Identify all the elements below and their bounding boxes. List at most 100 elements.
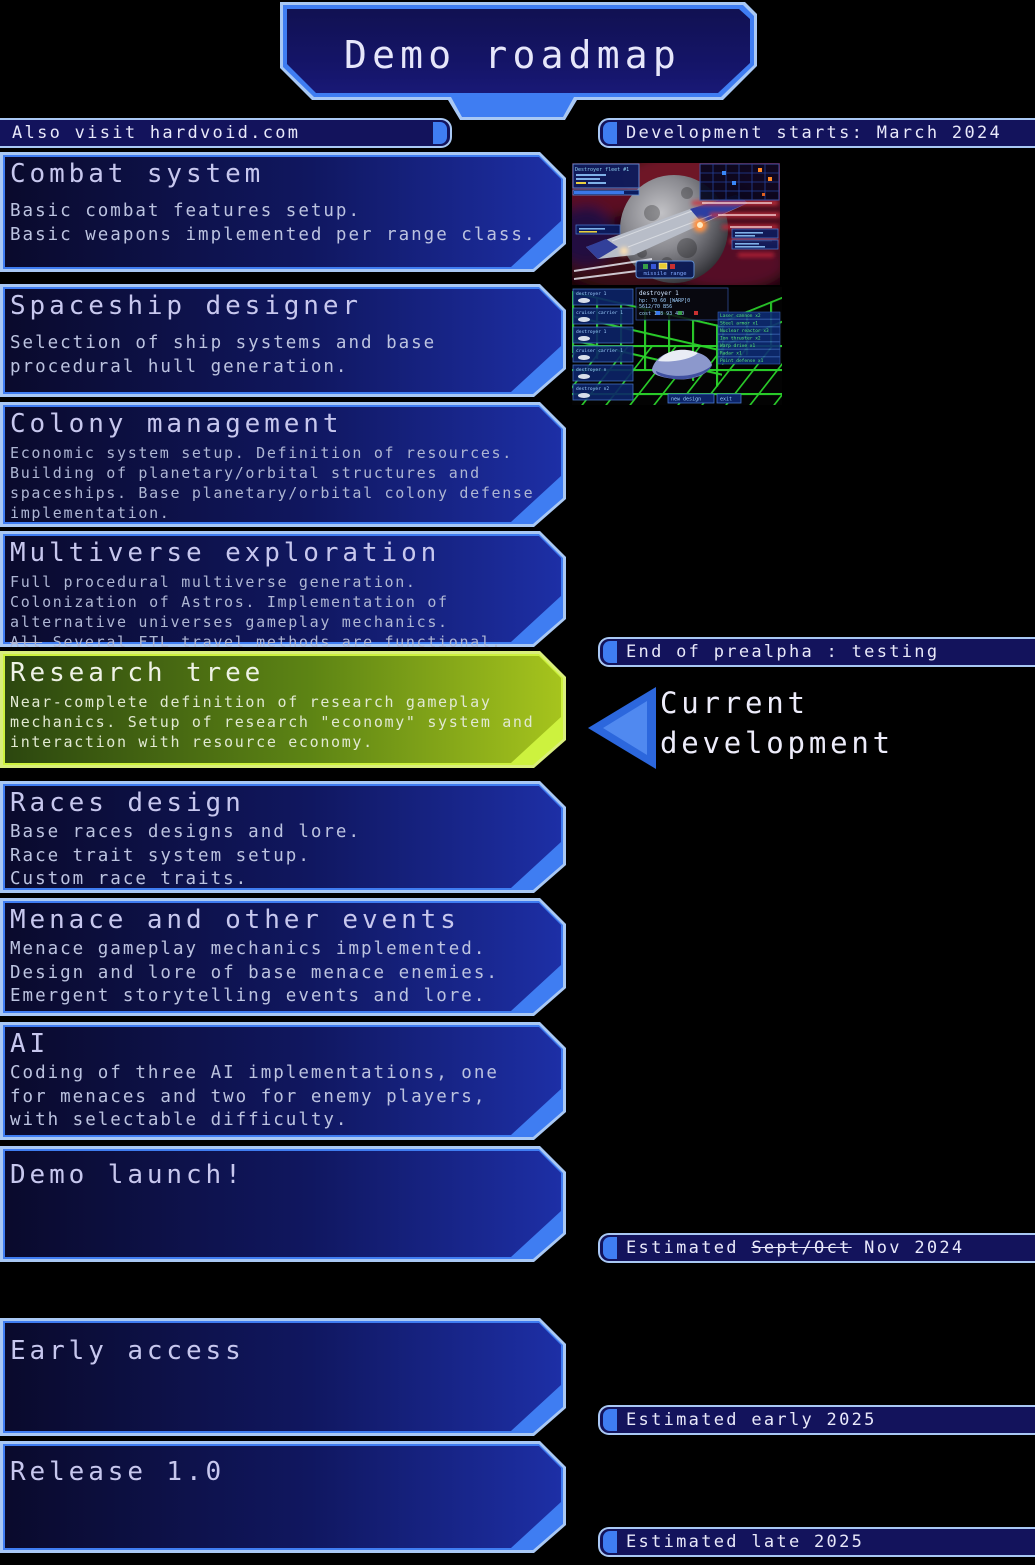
svg-text:destroyer 1: destroyer 1 — [576, 329, 607, 335]
card-fill — [5, 407, 561, 522]
card-fill — [5, 289, 561, 392]
banner-cap — [603, 1237, 617, 1259]
card-title: Release 1.0 — [10, 1457, 226, 1487]
card-fill — [5, 157, 561, 267]
card-content: Multiverse exploration Full procedural m… — [0, 531, 566, 651]
current-development-arrow-icon — [588, 687, 656, 769]
fleet-label: Destroyer fleet #1 — [575, 167, 629, 173]
svg-text:Laser cannon x2: Laser cannon x2 — [720, 313, 761, 319]
card-early-access: Early access — [0, 1318, 566, 1436]
banner-cap — [603, 122, 617, 144]
ship-stats-panel: destroyer 1 hp: 70 60 [WARP]0 5612/70 B5… — [635, 287, 729, 321]
combat-radar — [699, 163, 780, 201]
card-title: AI — [10, 1029, 50, 1059]
svg-text:destroyer n2: destroyer n2 — [576, 386, 609, 392]
card-fill — [5, 1151, 561, 1257]
demo-estimate-pre: Estimated — [626, 1238, 752, 1258]
visit-banner-label: Also visit hardvoid.com — [12, 123, 301, 143]
ship-list-panel: destroyer 1 cruiser carrier 1 destroyer … — [572, 288, 634, 401]
new-design-button-label: new design — [671, 397, 701, 403]
card-body: Base races designs and lore. Race trait … — [10, 822, 362, 889]
page-title: Demo roadmap — [344, 33, 681, 77]
banner-cap — [433, 122, 447, 144]
card-release-1-0: Release 1.0 — [0, 1441, 566, 1553]
release-estimate-label: Estimated late 2025 — [626, 1532, 865, 1552]
card-combat-system: Combat system Basic combat features setu… — [0, 152, 566, 272]
card-content: AI Coding of three AI implementations, o… — [0, 1022, 566, 1140]
card-fill — [5, 536, 561, 642]
svg-text:Steel armor x1: Steel armor x1 — [720, 321, 758, 327]
card-research-tree: Research tree Near-complete definition o… — [0, 651, 566, 768]
card-fill — [5, 1027, 561, 1135]
demo-estimate-struck: Sept/Oct — [751, 1238, 852, 1258]
card-title: Combat system — [10, 159, 265, 189]
svg-text:cruiser carrier 1: cruiser carrier 1 — [576, 310, 623, 316]
banner-cap — [603, 1409, 617, 1431]
card-body-post: Several FTL travel methods are functiona… — [42, 633, 503, 651]
designer-screenshot: destroyer 1 cruiser carrier 1 destroyer … — [572, 287, 782, 405]
card-title: Demo launch! — [10, 1160, 245, 1190]
card-fill — [5, 786, 561, 888]
card-title: Colony management — [10, 409, 343, 439]
systems-panel: Laser cannon x2 Steel armor x1 Nuclear r… — [717, 311, 781, 365]
card-spaceship-designer: Spaceship designer Selection of ship sys… — [0, 284, 566, 397]
card-content: Research tree Near-complete definition o… — [0, 651, 566, 768]
card-body: Coding of three AI implementations, one … — [10, 1063, 499, 1130]
card-content: Demo launch! — [0, 1146, 566, 1262]
card-body: Selection of ship systems and base proce… — [10, 333, 437, 377]
dev-start-label: Development starts: March 2024 — [626, 123, 1003, 143]
card-content: Combat system Basic combat features setu… — [0, 152, 566, 272]
card-colony-management: Colony management Economic system setup.… — [0, 402, 566, 527]
svg-text:Nuclear reactor x3: Nuclear reactor x3 — [720, 328, 769, 334]
combat-screenshot: Destroyer fleet #1 missile rang — [572, 163, 780, 285]
card-content: Early access — [0, 1318, 566, 1436]
banner-cap — [603, 1531, 617, 1553]
card-title: Multiverse exploration — [10, 538, 441, 568]
designer-header: destroyer 1 — [639, 290, 679, 297]
card-fill — [5, 656, 561, 763]
card-content: Menace and other events Menace gameplay … — [0, 898, 566, 1016]
svg-text:destroyer n: destroyer n — [576, 367, 607, 373]
card-title: Menace and other events — [10, 905, 460, 935]
card-fill — [5, 1446, 561, 1548]
designer-buttons: new design exit — [667, 393, 742, 404]
card-title: Research tree — [10, 658, 265, 688]
svg-text:Warp drive x1: Warp drive x1 — [720, 343, 756, 349]
visit-banner: Also visit hardvoid.com — [0, 118, 452, 148]
range-label-text: missile range — [643, 271, 686, 277]
card-title: Early access — [10, 1336, 245, 1366]
title-box: Demo roadmap — [268, 0, 757, 124]
title-box-fill — [287, 9, 750, 93]
card-fill — [5, 1323, 561, 1431]
early-access-estimate-banner: Estimated early 2025 — [598, 1405, 1035, 1435]
svg-text:cruiser carrier 1: cruiser carrier 1 — [576, 348, 623, 354]
svg-text:destroyer 1: destroyer 1 — [576, 291, 607, 297]
banner-cap — [603, 641, 617, 663]
card-body: Menace gameplay mechanics implemented. D… — [10, 939, 499, 1006]
svg-text:hp: 70 60 [WARP]0: hp: 70 60 [WARP]0 — [639, 298, 690, 304]
early-access-estimate-label: Estimated early 2025 — [626, 1410, 877, 1430]
release-estimate-banner: Estimated late 2025 — [598, 1527, 1035, 1557]
card-body: Near-complete definition of research gam… — [10, 693, 535, 751]
card-title: Races design — [10, 788, 245, 818]
card-menace-events: Menace and other events Menace gameplay … — [0, 898, 566, 1016]
card-content: Release 1.0 — [0, 1441, 566, 1553]
card-multiverse-exploration: Multiverse exploration Full procedural m… — [0, 531, 566, 651]
svg-text:cost 198 93 460: cost 198 93 460 — [639, 311, 684, 317]
card-body: Economic system setup. Definition of res… — [10, 444, 535, 522]
card-content: Colony management Economic system setup.… — [0, 402, 566, 527]
demo-estimate-post: Nov 2024 — [851, 1238, 965, 1258]
exit-button-label: exit — [720, 397, 732, 403]
dev-start-banner: Development starts: March 2024 — [598, 118, 1035, 148]
card-body: Full procedural multiverse generation. C… — [10, 572, 552, 652]
combat-hud-panel: Destroyer fleet #1 — [572, 163, 640, 196]
card-demo-launch: Demo launch! — [0, 1146, 566, 1262]
missile-range-label: missile range — [635, 260, 695, 279]
demo-estimate-banner: Estimated Sept/Oct Nov 2024 — [598, 1233, 1035, 1263]
svg-text:Point defense x1: Point defense x1 — [720, 358, 764, 364]
svg-text:Radar x1: Radar x1 — [720, 351, 742, 357]
prealpha-label: End of prealpha : testing — [626, 642, 940, 662]
card-ai: AI Coding of three AI implementations, o… — [0, 1022, 566, 1140]
combat-target-tags — [575, 224, 779, 250]
